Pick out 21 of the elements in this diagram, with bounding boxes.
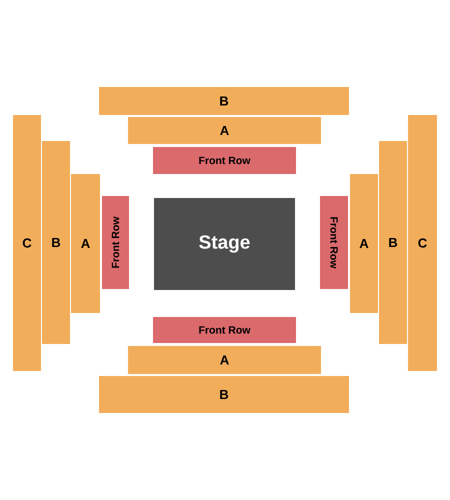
seating-section: A bbox=[128, 346, 321, 374]
node-label: C bbox=[22, 238, 32, 248]
node-label: B bbox=[389, 238, 398, 247]
seating-section: B bbox=[379, 141, 407, 344]
front-row-section: Front Row bbox=[102, 196, 129, 289]
node-label: A bbox=[81, 239, 90, 248]
seating-section: C bbox=[408, 115, 437, 371]
front-row-section: Front Row bbox=[320, 196, 348, 289]
seating-section: C bbox=[13, 115, 41, 371]
front-row-section: Front Row bbox=[153, 317, 296, 343]
seating-section: B bbox=[42, 141, 70, 344]
node-label: B bbox=[52, 238, 60, 247]
seating-section: A bbox=[71, 174, 100, 313]
seating-section: A bbox=[128, 117, 321, 144]
stage-area: Stage bbox=[154, 198, 295, 290]
node-label: A bbox=[360, 239, 368, 248]
seating-section: A bbox=[350, 174, 378, 313]
node-label: C bbox=[418, 238, 427, 248]
front-row-section: Front Row bbox=[153, 147, 296, 174]
seating-section: B bbox=[99, 87, 349, 115]
seating-section: B bbox=[99, 376, 349, 413]
